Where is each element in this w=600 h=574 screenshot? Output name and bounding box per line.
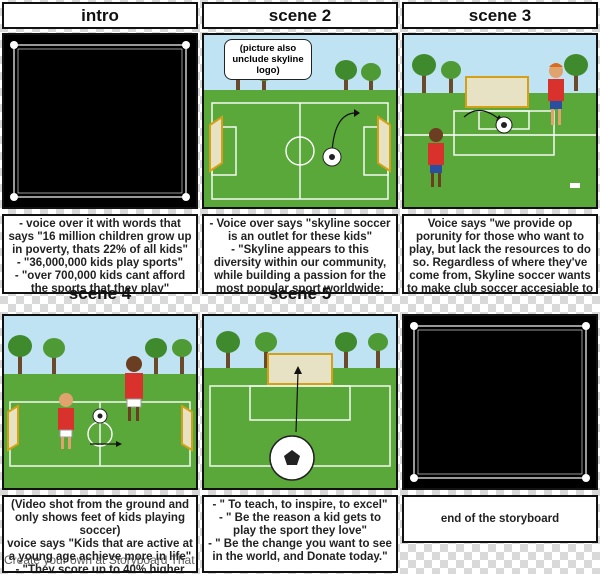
soccer-ball-icon [92, 408, 108, 424]
scene-4-field[interactable] [2, 314, 198, 490]
caption-scene-3: Voice says "we provide op porunity for t… [402, 214, 598, 294]
caption-line: - "Skyline appears to this diversity wit… [213, 244, 387, 294]
player-icon [428, 128, 444, 187]
scene-2-field[interactable]: (picture also unclude skyline logo) [202, 33, 398, 209]
panel-title-scene-3: scene 3 [402, 2, 598, 29]
storyboardthat-watermark[interactable]: Create your own at Storyboard That [4, 553, 195, 567]
goal-icon [7, 404, 193, 452]
caption-line: - " To teach, to inspire, to excel" [212, 499, 388, 511]
caption-line: end of the storyboard [440, 512, 560, 525]
caption-line: - "over 700,000 kids cant afford the spo… [14, 270, 186, 294]
soccer-ball-icon [269, 435, 315, 481]
caption-line: - " Be the reason a kid gets to play the… [218, 512, 382, 537]
player-icon [548, 63, 564, 125]
goal-icon [465, 76, 529, 108]
caption-line: - Voice over says "skyline soccer is an … [209, 218, 391, 243]
caption-line: Voice says "we provide op porunity for t… [407, 218, 594, 294]
caption-scene-2: - Voice over says "skyline soccer is an … [202, 214, 398, 294]
scene-5-field[interactable] [202, 314, 398, 490]
ornament-icon [10, 41, 190, 201]
caption-line: - voice over it with words that says "16… [8, 218, 192, 256]
player-icon [58, 393, 74, 449]
caption-scene-4: (Video shot from the ground and only sho… [2, 495, 198, 573]
panel-title-scene-4: scene 4 [68, 284, 132, 303]
caption-line: (Video shot from the ground and only sho… [10, 499, 190, 537]
soccer-ball-icon [322, 147, 342, 167]
player-icon [125, 356, 143, 421]
tree-icon [216, 331, 388, 370]
caption-intro: - voice over it with words that says "16… [2, 214, 198, 294]
caption-line: - " Be the change you want to see in the… [208, 538, 392, 563]
caption-end: end of the storyboard [402, 495, 598, 543]
panel-title-scene-5: scene 5 [268, 284, 332, 303]
caption-line: - "36,000,000 kids play sports" [16, 257, 184, 269]
goal-icon [209, 115, 391, 173]
tree-icon [412, 54, 588, 93]
caption-line: voice says "Kids that are active at a yo… [7, 538, 193, 563]
caption-scene-5: - " To teach, to inspire, to excel" - " … [202, 495, 398, 573]
scene-3-field[interactable] [402, 33, 598, 209]
ornament-icon [410, 322, 590, 482]
panel-title-intro: intro [2, 2, 198, 29]
goal-icon [267, 353, 333, 385]
panel-title-scene-2: scene 2 [202, 2, 398, 29]
tree-icon [8, 335, 192, 374]
end-scene-black-frame[interactable] [402, 314, 598, 490]
caption-line: - "They score up to 40% higher on [15, 564, 185, 573]
logo-callout: (picture also unclude skyline logo) [224, 39, 312, 80]
intro-scene-black-frame[interactable] [2, 33, 198, 209]
soccer-ball-icon [495, 116, 513, 134]
